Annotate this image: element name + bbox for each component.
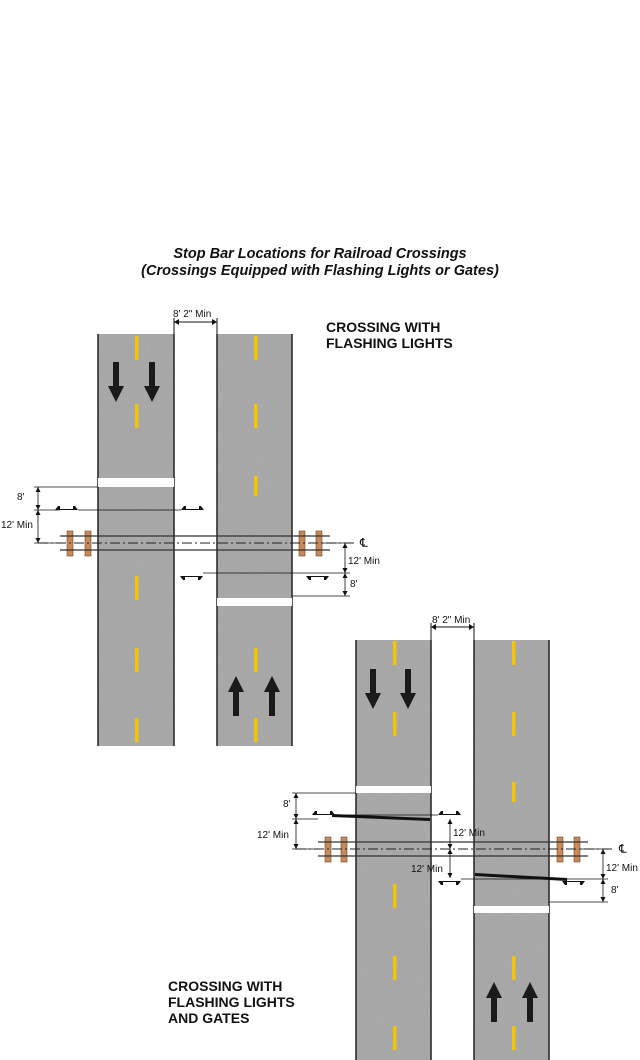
road-segment	[98, 487, 174, 746]
stop-bar	[98, 478, 174, 487]
dim-label-8ft: 8'	[283, 799, 291, 810]
arrow-down-icon	[144, 362, 160, 402]
lane-lines-bottom	[393, 641, 516, 1050]
caption-bottom-line-2: FLASHING LIGHTS	[168, 994, 295, 1010]
arrow-down-icon	[400, 669, 416, 709]
median-dimension-bottom: 8' 2" Min	[430, 615, 475, 640]
lane-dash	[512, 641, 516, 665]
dim-label-8ft: 8'	[611, 885, 619, 896]
dim-arrowhead	[174, 319, 179, 325]
median-dim-label: 8' 2" Min	[173, 309, 211, 320]
centerline-symbol: ℄	[618, 842, 627, 856]
road-segment	[217, 334, 292, 598]
arrow-up-icon	[264, 676, 280, 716]
railroad-track-bottom: ℄	[296, 836, 627, 863]
road-segment	[474, 913, 549, 1060]
lane-dash	[512, 782, 516, 802]
lane-dash	[135, 718, 139, 742]
lane-dash	[393, 641, 397, 665]
left-dimensions-top	[34, 486, 181, 544]
lane-dash	[135, 576, 139, 600]
diagram-bottom: 8' 2" Min ℄	[257, 615, 638, 1060]
lane-dash	[254, 336, 258, 360]
inner-dimensions-bottom	[447, 819, 453, 878]
arrow-up-icon	[228, 676, 244, 716]
caption-top-line-2: FLASHING LIGHTS	[326, 335, 453, 351]
right-roadway-top	[216, 334, 293, 746]
figure-title: Stop Bar Locations for Railroad Crossing…	[173, 246, 467, 262]
centerline-symbol: ℄	[359, 536, 368, 550]
dim-label-12ft-min: 12' Min	[348, 556, 380, 567]
road-segment	[356, 793, 431, 1060]
caption-top: CROSSING WITH FLASHING LIGHTS	[326, 319, 453, 351]
flashing-light-signal-icon	[180, 576, 203, 580]
dim-label-12ft-min: 12' Min	[257, 830, 289, 841]
flashing-light-signal-icon	[181, 506, 204, 510]
left-roadway-top	[97, 334, 175, 746]
lane-dash	[254, 648, 258, 672]
lane-dash	[512, 956, 516, 980]
lane-dash	[512, 712, 516, 736]
dim-arrowhead	[431, 624, 436, 630]
road-segment	[474, 640, 549, 906]
left-roadway-bottom	[355, 640, 432, 1060]
flashing-light-signal-icon	[312, 811, 335, 815]
median-dim-label: 8' 2" Min	[432, 615, 470, 626]
arrows-top	[108, 362, 280, 716]
dim-label-12ft-min: 12' Min	[453, 828, 485, 839]
stop-bar	[474, 906, 549, 913]
flashing-light-signal-icon	[306, 576, 329, 580]
lane-dash	[254, 718, 258, 742]
right-dimensions-top	[203, 542, 350, 597]
gate-arm-icon	[332, 814, 430, 821]
arrow-up-icon	[486, 982, 502, 1022]
flashing-light-signal-icon	[55, 506, 78, 510]
lane-dash	[254, 404, 258, 428]
signals-bottom	[312, 811, 585, 885]
right-dimensions-bottom	[461, 848, 608, 903]
caption-bottom-line-3: AND GATES	[168, 1010, 250, 1026]
median-dimension-top: 8' 2" Min	[173, 309, 218, 334]
lane-dash	[135, 648, 139, 672]
lane-dash	[512, 1026, 516, 1050]
caption-bottom: CROSSING WITH FLASHING LIGHTS AND GATES	[168, 978, 295, 1026]
arrow-down-icon	[108, 362, 124, 402]
railroad-track-top: ℄	[38, 530, 368, 557]
signals-top	[55, 506, 329, 580]
dim-label-12ft-min: 12' Min	[606, 863, 638, 874]
right-roadway-bottom	[473, 640, 550, 1060]
arrows-bottom	[365, 669, 538, 1022]
dim-label-8ft: 8'	[17, 492, 25, 503]
arrow-up-icon	[522, 982, 538, 1022]
lane-lines-top	[135, 336, 258, 742]
lane-dash	[254, 476, 258, 496]
stop-bar	[356, 786, 431, 793]
flashing-light-signal-icon	[562, 881, 585, 885]
lane-dash	[393, 1026, 397, 1050]
lane-dash	[135, 404, 139, 428]
lane-dash	[393, 956, 397, 980]
left-dimensions-bottom	[292, 792, 438, 850]
dim-arrowhead	[212, 319, 217, 325]
dim-label-12ft-min: 12' Min	[1, 520, 33, 531]
figure-subtitle: (Crossings Equipped with Flashing Lights…	[141, 263, 499, 279]
dim-arrowhead	[469, 624, 474, 630]
flashing-light-signal-icon	[438, 811, 461, 815]
dim-label-12ft-min: 12' Min	[411, 864, 443, 875]
lane-dash	[135, 336, 139, 360]
flashing-light-signal-icon	[438, 881, 461, 885]
arrow-down-icon	[365, 669, 381, 709]
caption-bottom-line-1: CROSSING WITH	[168, 978, 283, 994]
diagram-top: 8' 2" Min ℄ 8'	[1, 309, 380, 746]
lane-dash	[393, 884, 397, 908]
caption-top-line-1: CROSSING WITH	[326, 319, 441, 335]
stop-bar	[217, 598, 292, 606]
lane-dash	[393, 712, 397, 736]
dim-label-8ft: 8'	[350, 579, 358, 590]
